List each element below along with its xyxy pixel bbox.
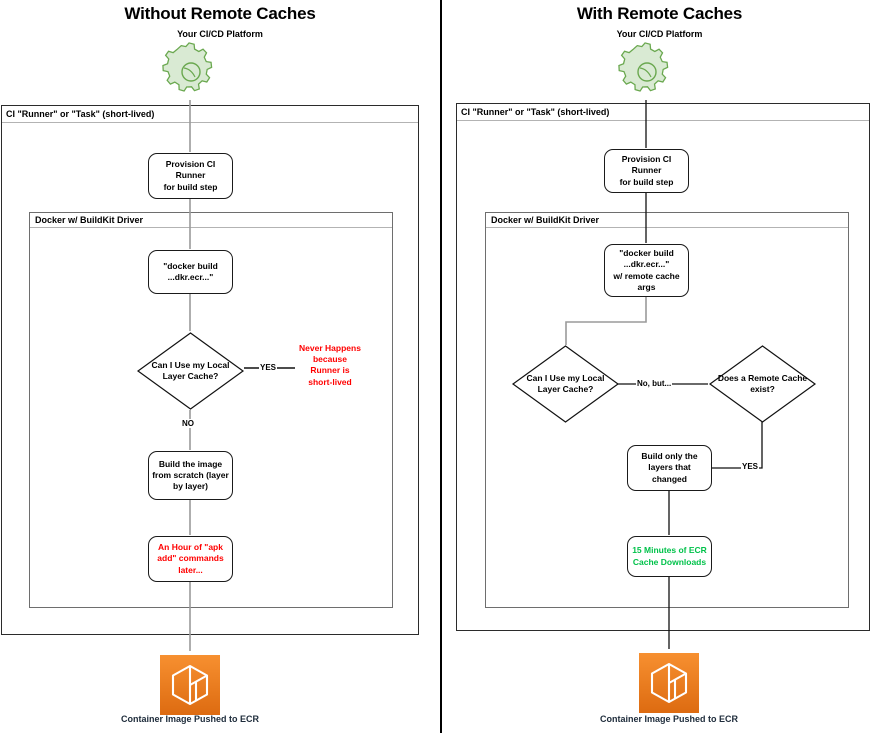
node-local-cache-decision-label: Can I Use my Local Layer Cache? [526,372,605,394]
panel-title-without: Without Remote Caches [124,4,316,23]
panel-title-with: With Remote Caches [576,4,743,23]
node-docker-build[interactable]: "docker build ...dkr.ecr..." [148,250,233,294]
ecr-container-icon [639,653,699,713]
text-never-happens: Never Happens because Runner is short-li… [299,343,361,387]
platform-label-with: Your CI/CD Platform [616,29,703,39]
ecr-caption-without: Container Image Pushed to ECR [120,714,260,724]
ci-runner-container-label: CI "Runner" or "Task" (short-lived) [457,104,869,121]
gear-icon [158,41,222,101]
buildkit-container-label: Docker w/ BuildKit Driver [30,213,392,228]
buildkit-container-label: Docker w/ BuildKit Driver [486,213,848,228]
ci-runner-container-label: CI "Runner" or "Task" (short-lived) [2,106,418,123]
panel-with-remote-caches: With Remote Caches Your CI/CD Platform C… [440,0,879,733]
panel-divider [440,0,442,733]
edge-label-yes-with: YES [741,462,760,471]
node-local-cache-decision-label: Can I Use my Local Layer Cache? [151,359,230,381]
ecr-container-icon [160,655,220,715]
node-docker-build-remote-args[interactable]: "docker build ...dkr.ecr..." w/ remote c… [604,244,689,297]
node-remote-cache-decision-label: Does a Remote Cache exist? [717,372,808,394]
node-local-cache-decision[interactable]: Can I Use my Local Layer Cache? [511,345,620,423]
ecr-caption-with: Container Image Pushed to ECR [599,714,739,724]
node-build-only-changed-layers[interactable]: Build only the layers that changed [627,445,712,491]
edge-label-no-without: NO [181,419,195,428]
node-provision-ci-runner[interactable]: Provision CI Runner for build step [604,149,689,193]
platform-label-without: Your CI/CD Platform [177,29,263,39]
edge-label-no-but: No, but... [636,379,673,388]
connectors-without [189,100,295,651]
edge-label-yes-without: YES [259,363,278,372]
node-remote-cache-decision[interactable]: Does a Remote Cache exist? [708,345,817,423]
node-apk-hour[interactable]: An Hour of "apk add" commands later... [148,536,233,582]
node-local-cache-decision[interactable]: Can I Use my Local Layer Cache? [136,332,245,410]
panel-without-remote-caches: Without Remote Caches Your CI/CD Platfor… [1,4,419,724]
gear-icon [614,41,678,101]
node-provision-ci-runner[interactable]: Provision CI Runner for build step [148,153,233,199]
node-ecr-cache-downloads[interactable]: 15 Minutes of ECR Cache Downloads [627,536,712,577]
node-build-from-scratch[interactable]: Build the image from scratch (layer by l… [148,451,233,500]
